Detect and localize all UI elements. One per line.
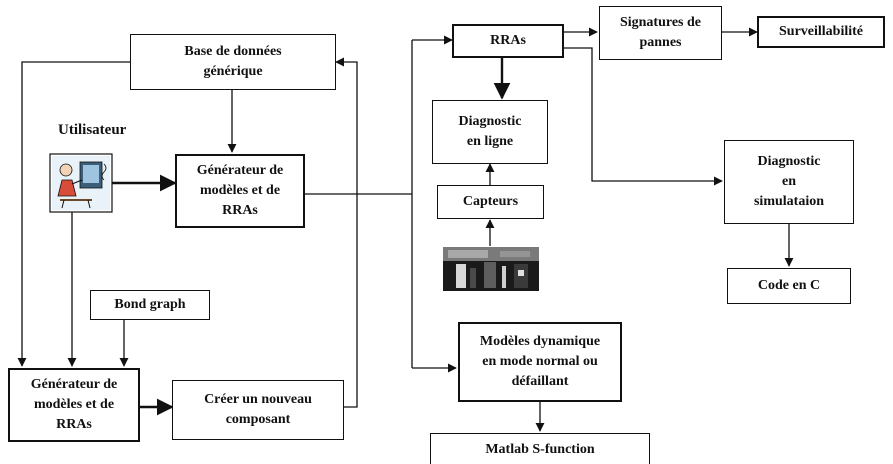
node-generateur-main: Générateur de modèles et de RRAs	[175, 154, 305, 228]
node-signatures: Signatures de pannes	[599, 6, 722, 60]
node-base-donnees: Base de données générique	[130, 34, 336, 90]
node-diagnostic-simulation: Diagnostic en simulataion	[724, 140, 854, 224]
node-capteurs: Capteurs	[437, 185, 544, 219]
node-bond-graph: Bond graph	[90, 290, 210, 320]
industrial-process-photo	[443, 247, 539, 291]
node-matlab: Matlab S-function	[430, 433, 650, 464]
node-rras: RRAs	[452, 24, 564, 58]
node-generateur-bottom: Générateur de modèles et de RRAs	[8, 368, 140, 442]
node-surveillabilite: Surveillabilité	[757, 16, 885, 48]
node-diagnostic-ligne: Diagnostic en ligne	[432, 100, 548, 164]
label-utilisateur: Utilisateur	[58, 122, 127, 138]
arrow-base-to-generateur-bottom	[17, 61, 130, 367]
arrow-creer-to-base	[335, 57, 358, 408]
node-modeles-dynamique: Modèles dynamique en mode normal ou défa…	[458, 322, 622, 402]
node-creer-composant: Créer un nouveau composant	[172, 380, 344, 440]
person-at-computer-icon	[49, 153, 113, 213]
node-code-c: Code en C	[727, 268, 851, 304]
arrow-rras-to-diagnostic-simulation	[564, 47, 723, 186]
